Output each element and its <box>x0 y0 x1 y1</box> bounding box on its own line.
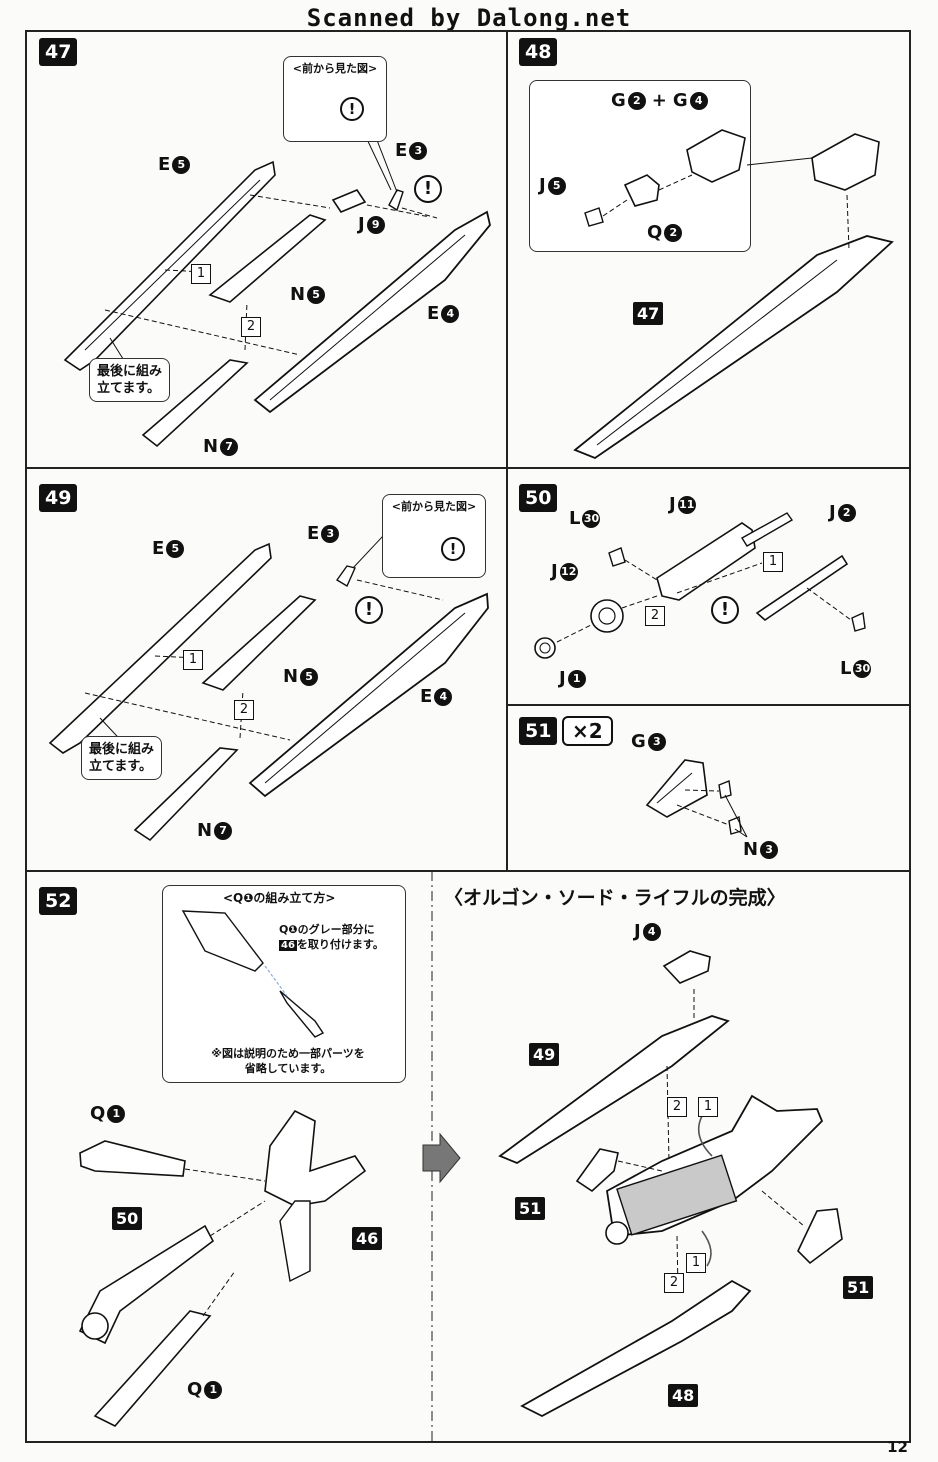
inset-ref-46: 46 <box>279 940 297 951</box>
step-52-drawing <box>78 910 367 1427</box>
step-number: 47 <box>39 38 78 66</box>
front-view-callout: <前から見た図> ! <box>283 56 387 142</box>
quantity-multiplier: ×2 <box>562 716 613 746</box>
order-step-2: 2 <box>645 606 665 626</box>
assembly-ref-51: 51 <box>843 1276 874 1299</box>
assembly-ref-48: 48 <box>668 1384 699 1407</box>
step-48-drawing <box>573 129 894 460</box>
front-view-callout: <前から見た図> ! <box>382 494 486 578</box>
order-step-1: 1 <box>763 552 783 572</box>
order-step-1: 1 <box>183 650 203 670</box>
inset-title: <Q❶の組み立て方> <box>223 891 336 905</box>
step-49-drawing <box>48 535 489 842</box>
step-50-drawing <box>534 512 866 659</box>
assembly-ref-47: 47 <box>633 302 664 325</box>
assembly-ref-51: 51 <box>515 1197 546 1220</box>
caution-icon: ! <box>711 596 739 624</box>
order-step-2: 2 <box>234 700 254 720</box>
step-51-drawing <box>645 759 748 838</box>
caution-icon: ! <box>355 596 383 624</box>
caution-icon: ! <box>340 97 364 121</box>
step-number: 49 <box>39 484 78 512</box>
front-view-title: <前から見た図> <box>292 62 378 75</box>
assembly-ref-46: 46 <box>352 1227 383 1250</box>
step-number: 50 <box>519 484 558 512</box>
completion-title: 〈オルゴン・ソード・ライフルの完成〉 <box>444 887 786 909</box>
inset-footnote: ※図は説明のため一部パーツを 省略しています。 <box>211 1047 365 1075</box>
scan-watermark: Scanned by Dalong.net <box>306 4 632 32</box>
assemble-last-note: 最後に組み 立てます。 <box>89 358 171 402</box>
step-47-drawing <box>63 134 491 448</box>
assembly-ref-49: 49 <box>529 1043 560 1066</box>
page-number: 12 <box>887 1438 908 1456</box>
order-step-2: 2 <box>241 317 261 337</box>
order-step-2: 2 <box>667 1097 687 1117</box>
page-frame <box>25 30 911 1443</box>
caution-icon: ! <box>441 537 465 561</box>
front-view-title: <前から見た図> <box>391 500 477 513</box>
order-step-2: 2 <box>664 1273 684 1293</box>
order-step-1: 1 <box>698 1097 718 1117</box>
order-step-1: 1 <box>191 264 211 284</box>
step-number: 48 <box>519 38 558 66</box>
assembly-ref-50: 50 <box>112 1207 143 1230</box>
completion-drawing <box>498 950 843 1418</box>
order-step-1: 1 <box>686 1253 706 1273</box>
caution-icon: ! <box>414 175 442 203</box>
step-number: 51 <box>519 717 558 745</box>
step-number: 52 <box>39 887 78 915</box>
assemble-last-note: 最後に組み 立てます。 <box>81 736 163 780</box>
